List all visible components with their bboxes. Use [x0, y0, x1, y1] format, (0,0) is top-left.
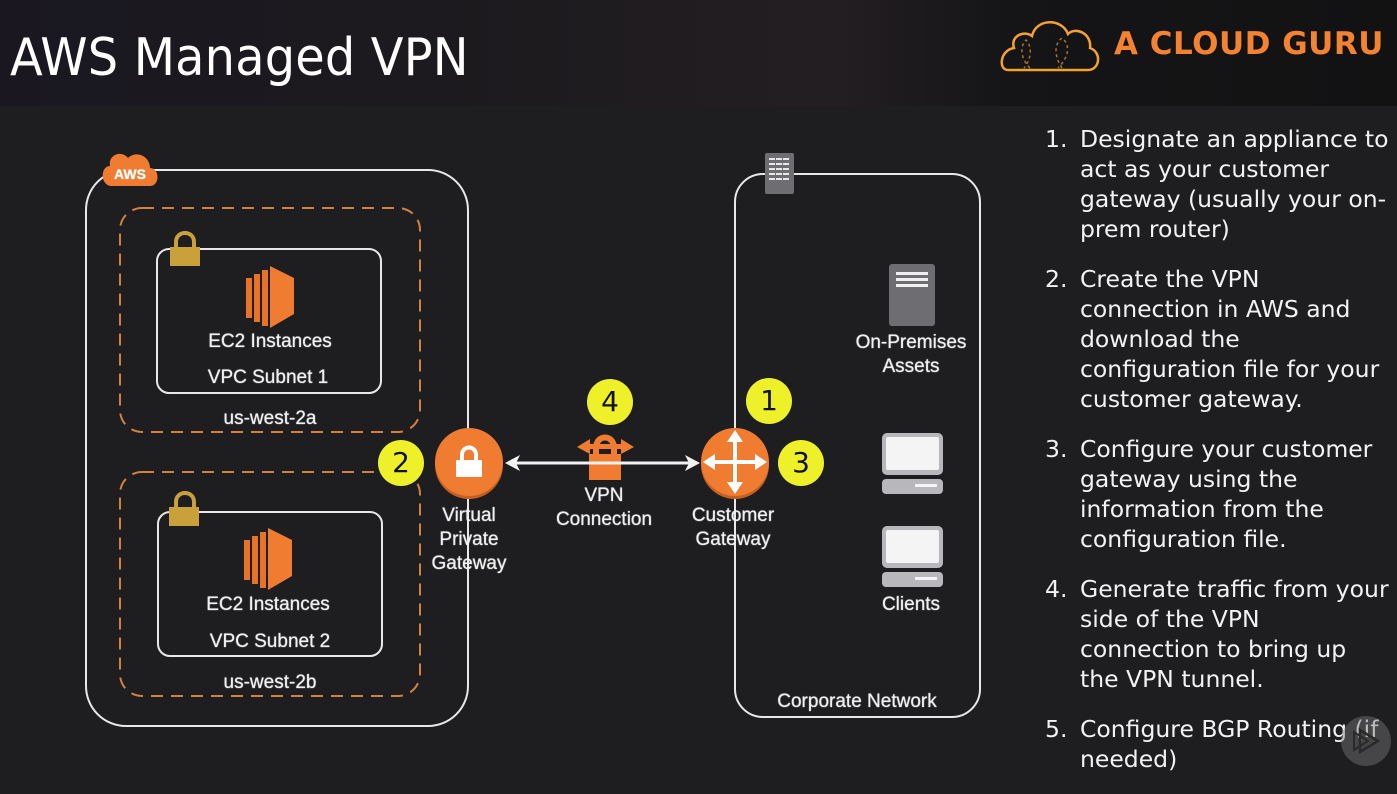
virtual-private-gateway-icon: [435, 428, 503, 499]
aws-badge-label: AWS: [114, 166, 146, 182]
arrow-right-icon: [685, 455, 700, 471]
step-item-1: 1. Designate an appliance to act as your…: [1045, 125, 1389, 243]
aws-cloud-icon: [102, 153, 158, 186]
az-label-2: us-west-2b: [223, 672, 317, 693]
subnet-box-2: [157, 511, 383, 657]
arrow-left-icon: [505, 455, 520, 471]
customer-gateway-label: Customer Gateway: [691, 505, 775, 550]
customer-gateway-router-icon: [701, 428, 769, 499]
cloud-logo-icon: [1000, 21, 1100, 72]
ec2-instances-icon-1: [246, 266, 294, 328]
step-badge-2: 2: [378, 440, 424, 486]
step-badge-3: 3: [778, 440, 824, 486]
ec2-instances-icon-2: [244, 528, 292, 590]
video-play-button[interactable]: [1341, 716, 1391, 766]
ec2-instances-label-2: EC2 Instances: [206, 594, 330, 615]
on-premises-assets-label: On-Premises Assets: [855, 332, 967, 377]
subnet-lock-icon-1: [170, 231, 200, 266]
step-item-3: 3. Configure your customer gateway using…: [1045, 435, 1373, 553]
subnet-box-1: [156, 248, 382, 394]
vpn-architecture-diagram: AWS EC2 Instances VPC Subnet 1 us-west-2…: [0, 106, 1020, 784]
virtual-private-gateway-label: Virtual Private Gateway: [431, 505, 507, 574]
steps-list: 1. Designate an appliance to act as your…: [1045, 124, 1390, 794]
on-premises-server-icon: [889, 264, 935, 326]
subnet-lock-icon-2: [169, 491, 199, 526]
ec2-instances-label-1: EC2 Instances: [208, 331, 332, 352]
az-boundary-us-west-2b: [119, 471, 421, 697]
a-cloud-guru-logo: A CLOUD GURU: [996, 16, 1386, 76]
play-icon: [1353, 727, 1381, 755]
slide-title: AWS Managed VPN: [10, 28, 469, 88]
step-item-5: 5. Configure BGP Routing (if needed): [1045, 715, 1379, 773]
az-label-1: us-west-2a: [223, 408, 317, 429]
step-badge-1: 1: [746, 378, 792, 424]
client-laptop-icon-2: [882, 526, 943, 587]
corporate-network-boundary: [734, 173, 981, 718]
vpc-subnet-label-1: VPC Subnet 1: [207, 367, 329, 388]
az-boundary-us-west-2a: [119, 207, 421, 433]
slide-header: AWS Managed VPN A CLOUD GURU: [0, 0, 1397, 106]
step-badge-4: 4: [587, 379, 633, 425]
logo-text: A CLOUD GURU: [1114, 26, 1384, 62]
step-item-4: 4. Generate traffic from your side of th…: [1045, 575, 1389, 693]
corporate-building-icon: [765, 153, 794, 194]
corporate-network-label: Corporate Network: [777, 691, 937, 712]
step-item-2: 2. Create the VPN connection in AWS and …: [1045, 265, 1380, 413]
vpn-connection-icon: [577, 434, 634, 480]
client-laptop-icon-1: [882, 433, 943, 494]
vpn-connection-label: VPN Connection: [555, 485, 653, 530]
clients-label: Clients: [881, 594, 941, 615]
vpc-subnet-label-2: VPC Subnet 2: [209, 631, 331, 652]
